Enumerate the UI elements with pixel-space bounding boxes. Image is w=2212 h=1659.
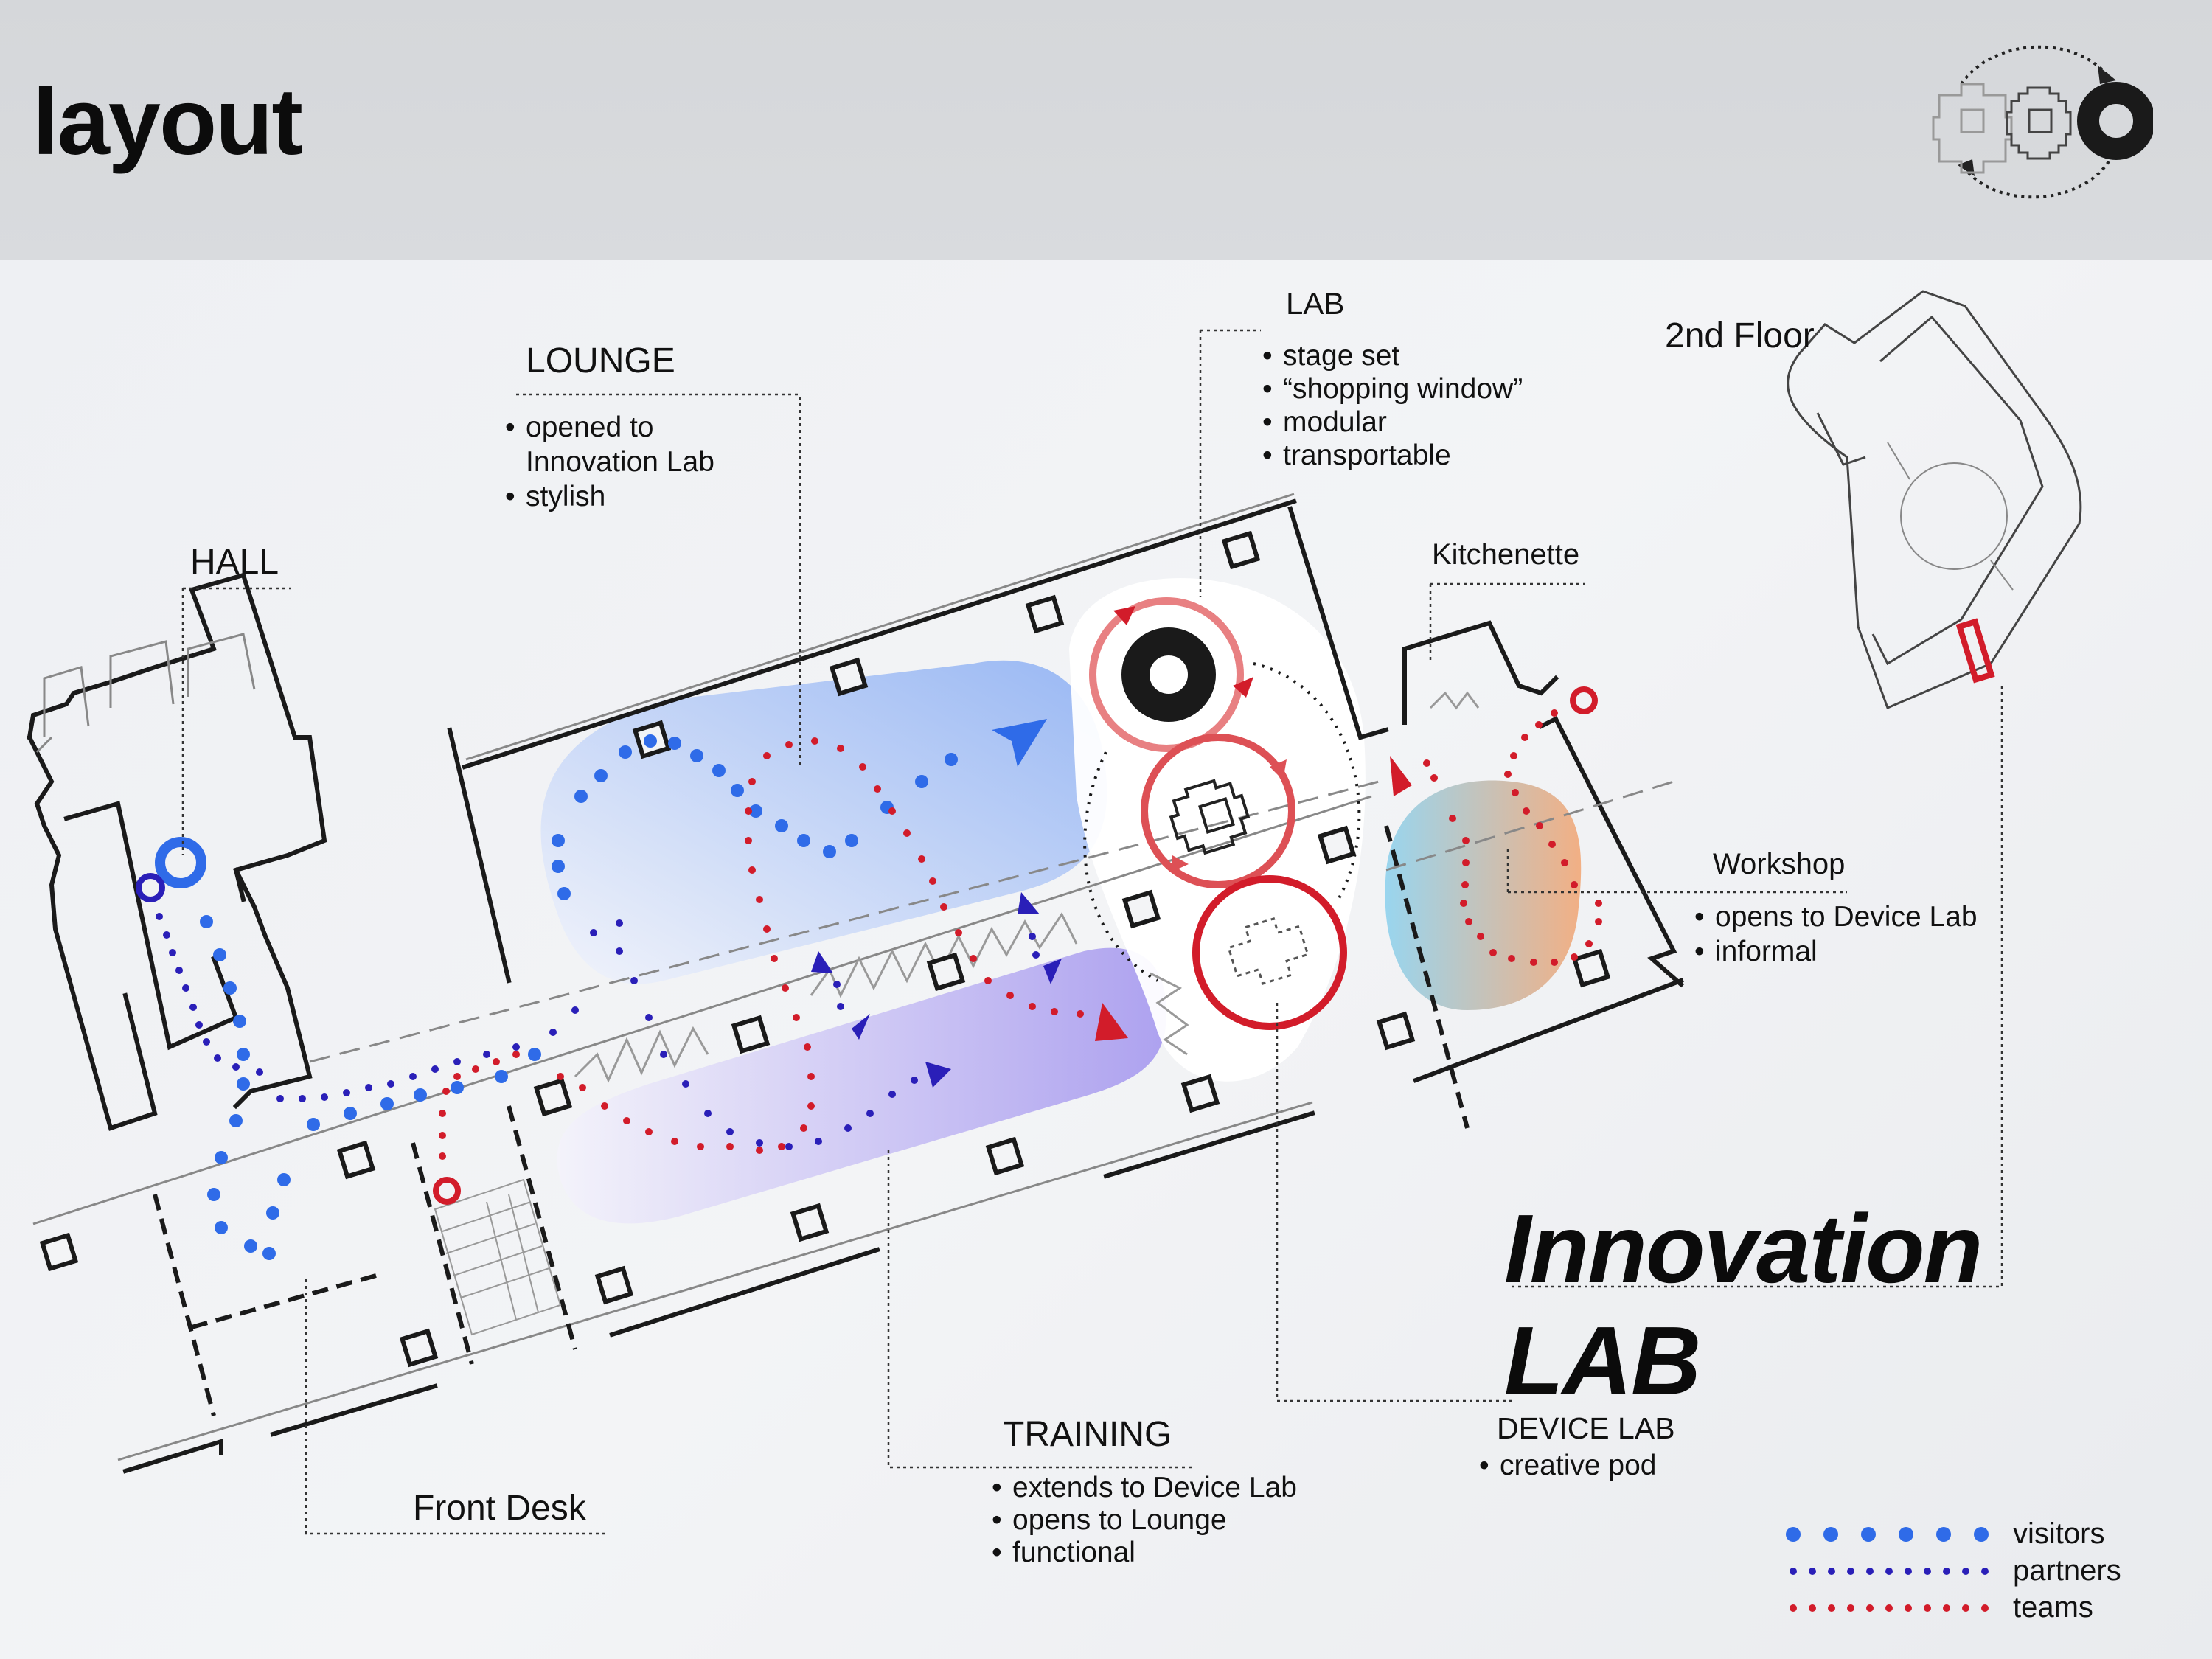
legend-label: teams	[2013, 1591, 2093, 1624]
small-dots-icon	[1790, 1604, 1989, 1612]
lounge-bullet: Innovation Lab	[526, 446, 714, 478]
lounge-label: LOUNGE	[526, 341, 675, 380]
partners-path	[136, 873, 1062, 1150]
lounge-zone	[540, 660, 1107, 984]
device-lab-label: DEVICE LAB	[1497, 1411, 1675, 1445]
brand-line-2: LAB	[1504, 1307, 1701, 1415]
lab-pods	[1083, 597, 1361, 1030]
workshop-bullets: opens to Device Lab informal	[1694, 900, 1978, 969]
lab-label: LAB	[1286, 286, 1345, 321]
second-floor-plan	[1787, 290, 2082, 710]
second-floor-label: 2nd Floor	[1665, 316, 1815, 355]
large-dots-icon	[1786, 1526, 1989, 1542]
kitchenette-label: Kitchenette	[1432, 538, 1580, 571]
visitors-path	[155, 719, 1047, 1260]
workshop-bullet: opens to Device Lab	[1694, 900, 1978, 934]
hall-label: HALL	[190, 543, 279, 582]
workshop-bullet: informal	[1694, 934, 1978, 969]
legend-item-teams: teams	[1784, 1591, 2093, 1624]
lounge-bullets: opened to Innovation Lab stylish	[505, 410, 714, 514]
lounge-bullet: opened to	[505, 410, 714, 445]
device-lab-bullet: creative pod	[1479, 1448, 1656, 1483]
workshop-label: Workshop	[1713, 848, 1846, 880]
lab-bullet: modular	[1262, 406, 1523, 439]
training-bullet: opens to Lounge	[992, 1504, 1297, 1537]
lounge-bullet: stylish	[505, 479, 714, 514]
training-zone	[557, 947, 1166, 1224]
slide-header: layout	[0, 0, 2212, 260]
lab-bullet: transportable	[1262, 439, 1523, 472]
training-bullets: extends to Device Lab opens to Lounge fu…	[992, 1472, 1297, 1569]
front-desk-label: Front Desk	[413, 1489, 586, 1528]
training-label: TRAINING	[1003, 1415, 1172, 1454]
training-bullet: functional	[992, 1537, 1297, 1569]
slide-title: layout	[32, 69, 303, 175]
small-dots-icon	[1790, 1567, 1989, 1575]
cycle-icon	[1932, 45, 2153, 199]
training-bullet: extends to Device Lab	[992, 1472, 1297, 1504]
device-lab-bullets: creative pod	[1479, 1448, 1656, 1483]
workshop-zone	[1385, 780, 1582, 1010]
legend-label: visitors	[2013, 1517, 2105, 1550]
legend-label: partners	[2013, 1554, 2121, 1587]
lab-bullet: stage set	[1262, 339, 1523, 372]
lab-bullet: “shopping window”	[1262, 372, 1523, 406]
legend-item-partners: partners	[1784, 1554, 2121, 1587]
lab-bullets: stage set “shopping window” modular tran…	[1262, 339, 1523, 472]
brand-line-1: Innovation	[1504, 1194, 1983, 1303]
legend-item-visitors: visitors	[1784, 1517, 2104, 1551]
teams-path	[433, 686, 1602, 1205]
